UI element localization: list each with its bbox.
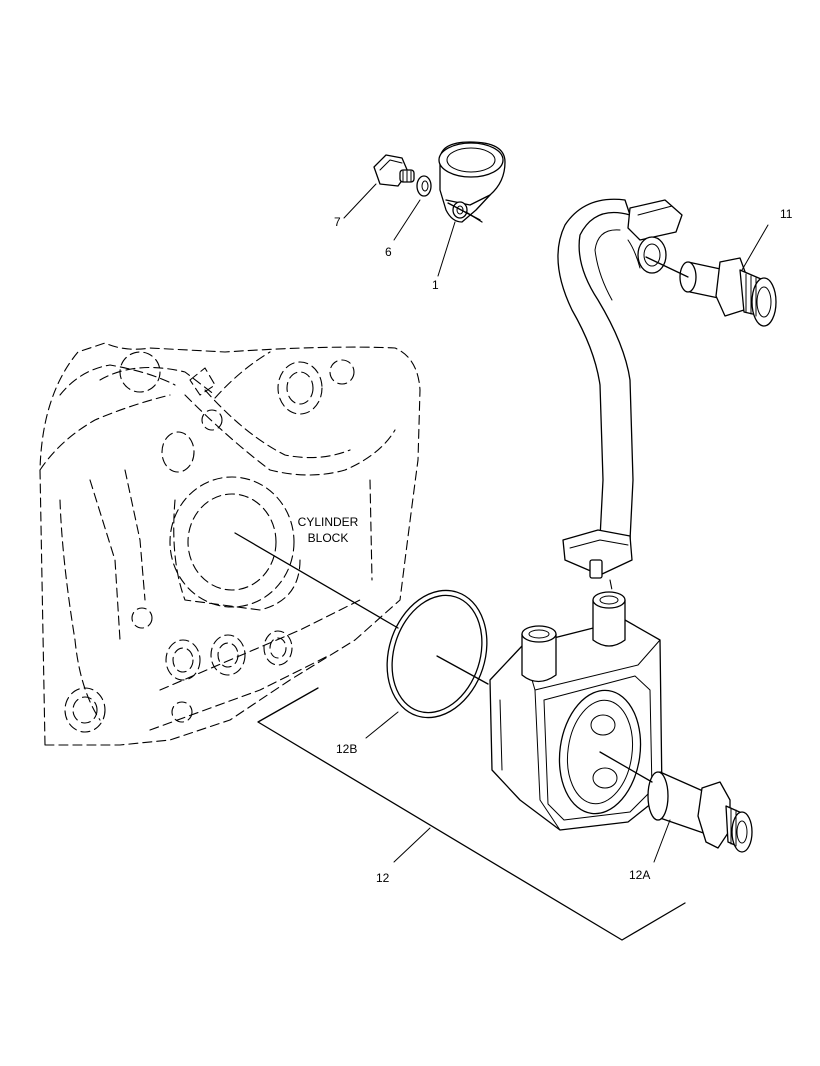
connector-fitting-part-12a: [647, 771, 753, 853]
callout-7: 7: [334, 215, 341, 229]
leader-12a: [653, 819, 671, 863]
callout-12a: 12A: [629, 868, 650, 882]
callout-12b: 12B: [336, 742, 357, 756]
alignment-lines: [234, 202, 689, 783]
bolt-part-7: [373, 154, 415, 187]
callout-11: 11: [780, 207, 793, 221]
callout-12: 12: [376, 871, 390, 885]
group-bracket-12: 12: [257, 687, 686, 941]
clip-part-1: [438, 141, 506, 223]
o-ring-part-12b: [386, 589, 488, 719]
leader-1: [437, 221, 456, 277]
leader-11: [741, 224, 769, 271]
cylinder-block-label-line1: CYLINDER: [298, 515, 359, 529]
oil-hose: [557, 198, 683, 591]
leader-7: [343, 183, 377, 219]
cylinder-block-label-line2: BLOCK: [308, 531, 349, 545]
oil-cooler-part-12: [489, 591, 663, 831]
washer-part-6: [416, 175, 432, 197]
cylinder-block: CYLINDER BLOCK: [39, 342, 421, 746]
leader-12b: [365, 711, 399, 739]
leader-6: [393, 199, 421, 241]
callout-6: 6: [385, 245, 392, 259]
adapter-fitting-part-11: [679, 257, 777, 327]
callout-1: 1: [432, 278, 439, 292]
